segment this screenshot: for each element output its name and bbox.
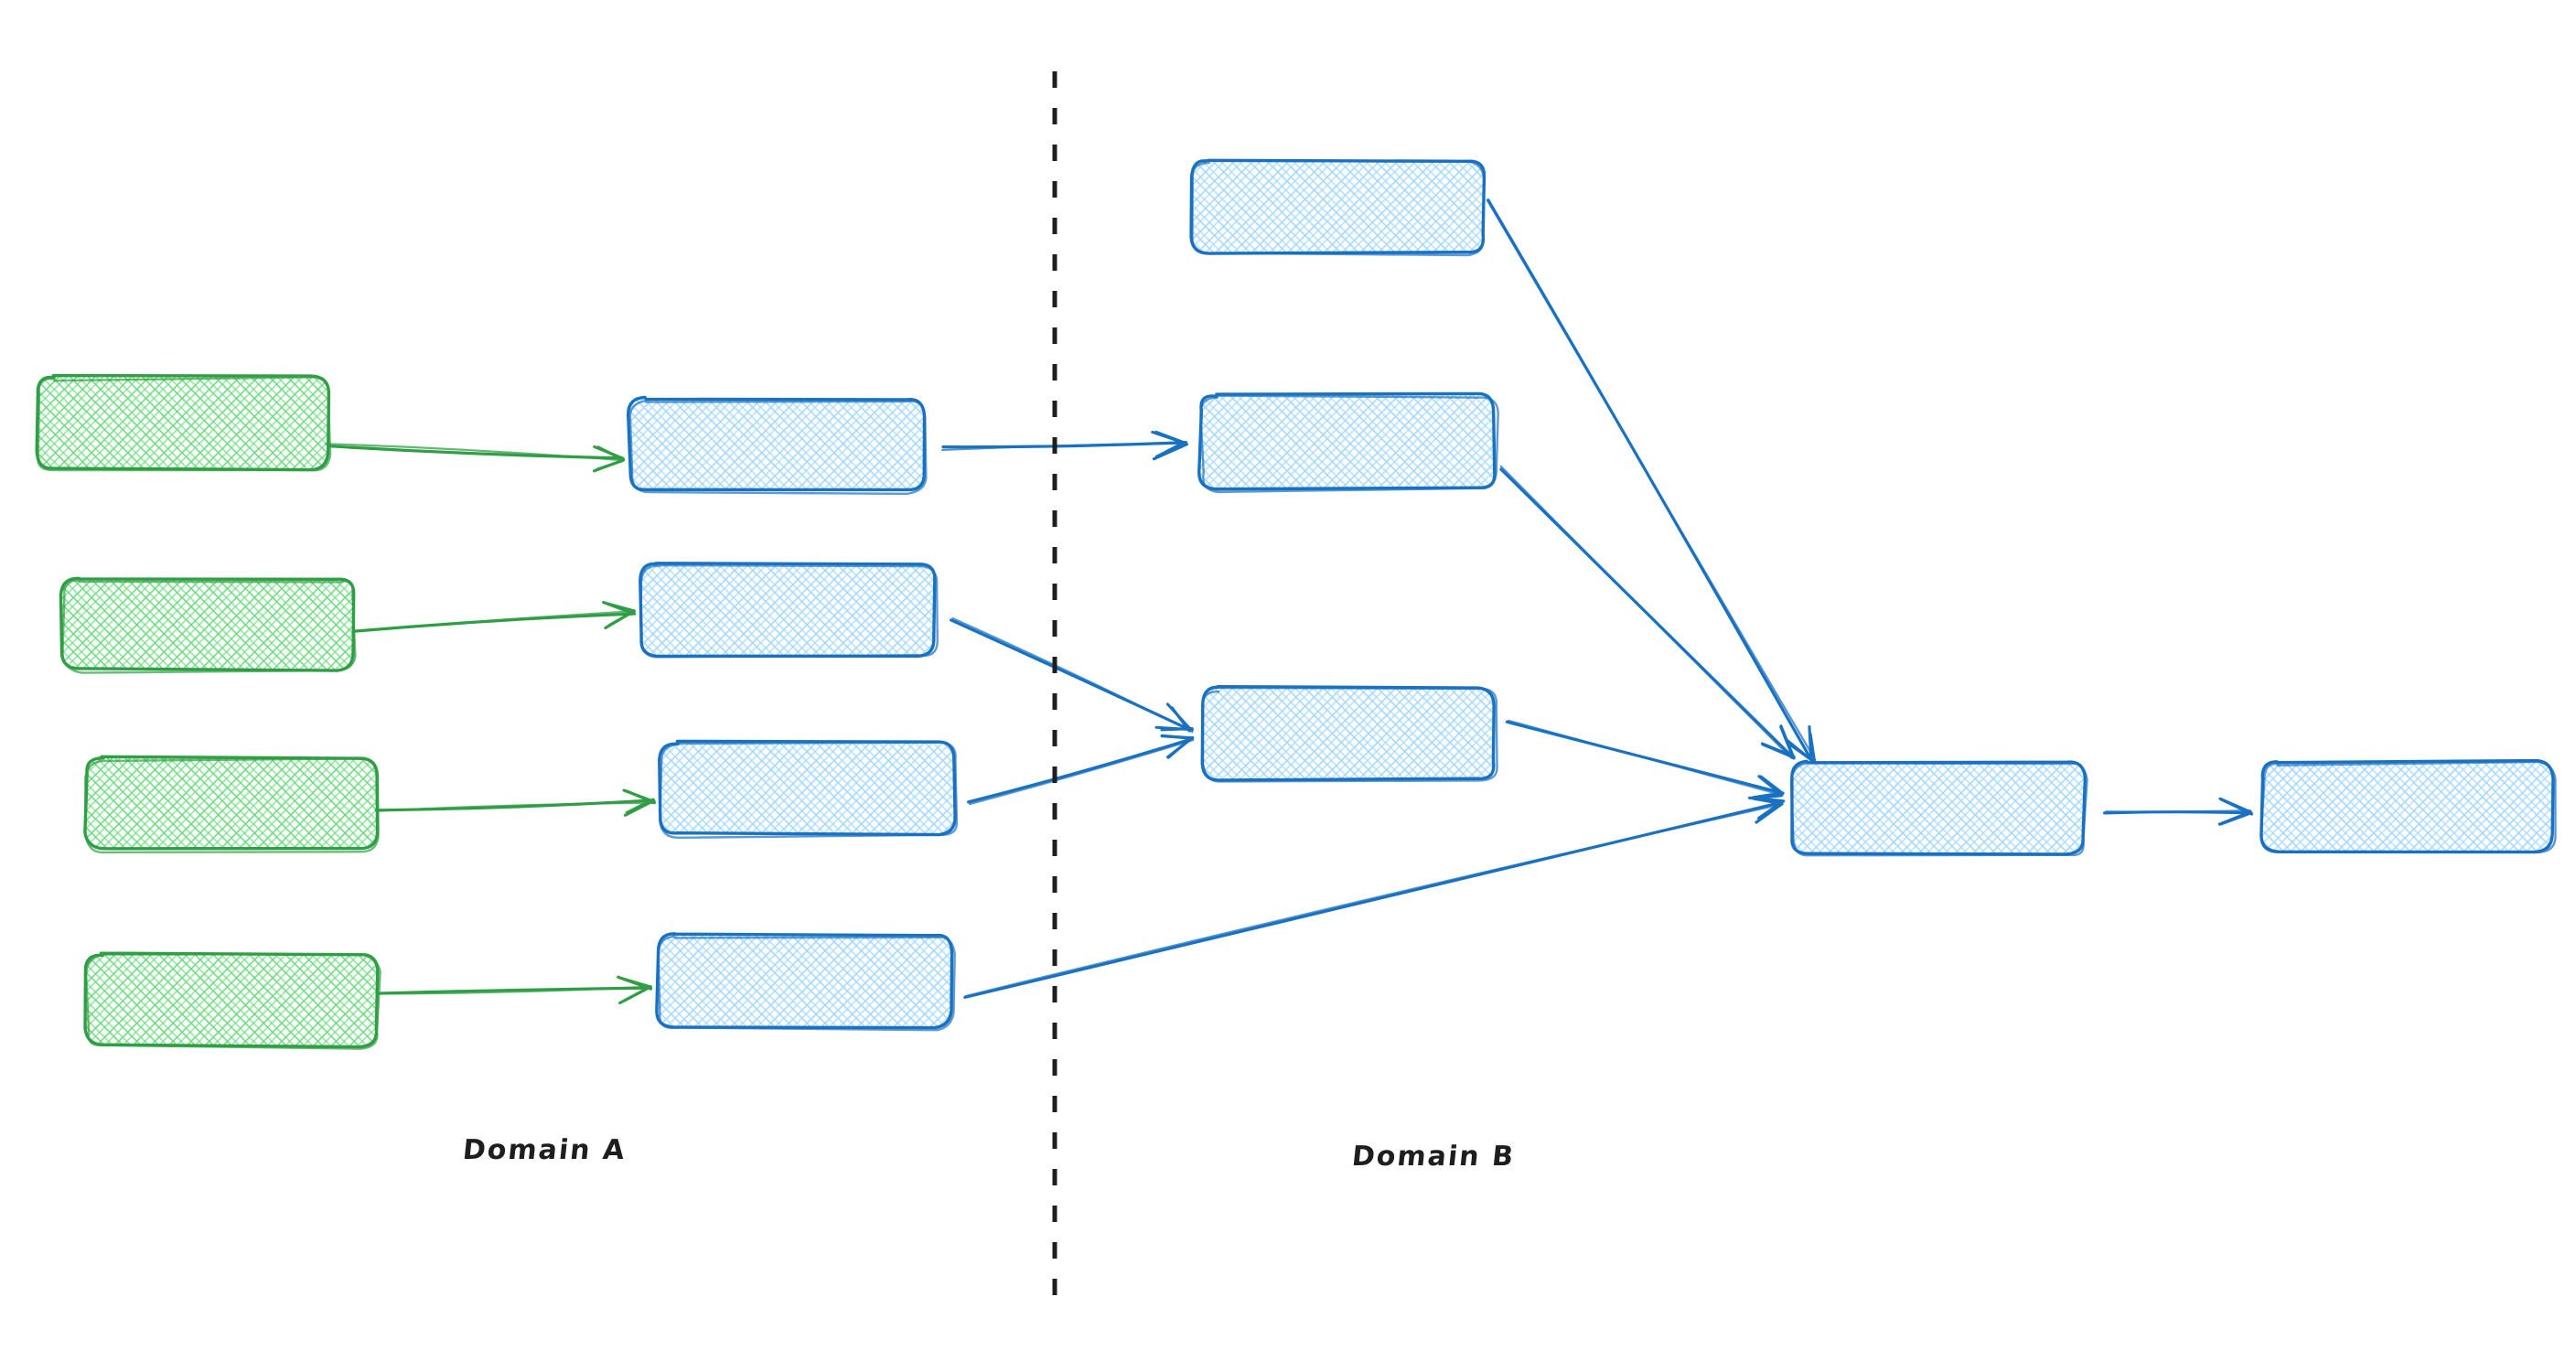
node-a4[interactable] [83, 951, 381, 1050]
node-a2[interactable] [59, 576, 357, 674]
node-b4[interactable] [655, 932, 956, 1032]
edge-a4-to-b4 [376, 975, 653, 1005]
edge-b3-to-c3 [967, 734, 1195, 806]
nodes-layer [35, 158, 2557, 1050]
edge-c1-to-hub [1486, 198, 1817, 764]
edge-c3-to-hub [1505, 719, 1785, 800]
edge-a3-to-b3 [374, 788, 657, 817]
node-a3[interactable] [83, 755, 380, 854]
node-c3[interactable] [1200, 684, 1498, 783]
node-b2[interactable] [639, 562, 939, 659]
edges-layer [325, 198, 2254, 1005]
edge-a1-to-b1 [325, 443, 626, 473]
domain-b-label: Domain B [1350, 1141, 1517, 1173]
node-c1[interactable] [1189, 158, 1487, 257]
node-hub[interactable] [1789, 759, 2088, 857]
node-b3[interactable] [658, 739, 959, 840]
edge-b2-to-c3 [950, 616, 1194, 734]
edge-c2-to-hub [1499, 465, 1796, 760]
edge-hub-to-sink [2103, 797, 2254, 826]
node-c2[interactable] [1197, 391, 1499, 494]
node-a1[interactable] [35, 373, 332, 472]
node-sink[interactable] [2259, 758, 2557, 854]
edge-b4-to-hub [963, 796, 1786, 999]
node-b1[interactable] [626, 395, 928, 496]
edge-b1-to-c2 [940, 430, 1189, 461]
edge-a2-to-b2 [351, 600, 637, 633]
domain-a-label: Domain A [461, 1134, 628, 1166]
